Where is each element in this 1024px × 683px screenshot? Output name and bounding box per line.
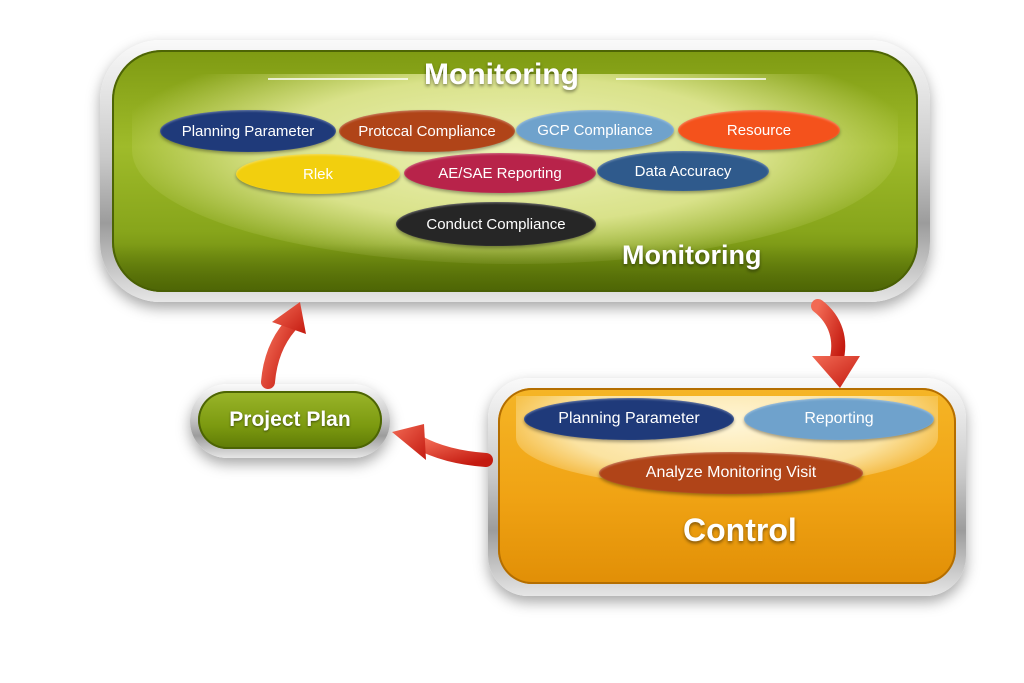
arrow-control-to-project-plan (392, 424, 493, 467)
project-plan: Project Plan (198, 391, 382, 449)
monitoring-item-resource: Resource (678, 110, 840, 150)
monitoring-footer-label: Monitoring (622, 240, 762, 270)
monitoring-item-ae-sae-reporting: AE/SAE Reporting (404, 153, 596, 193)
monitoring-title: Monitoring (424, 58, 579, 91)
control-title: Control (683, 512, 797, 548)
arrow-project-plan-to-monitoring (261, 302, 306, 389)
monitoring-item-gcp-compliance: GCP Compliance (516, 110, 674, 150)
monitoring-item-risk: Rlek (236, 154, 400, 194)
control-item-analyze-monitoring-visit: Analyze Monitoring Visit (599, 452, 863, 494)
monitoring-panel-band (112, 244, 918, 292)
monitoring-item-conduct-compliance: Conduct Compliance (396, 202, 596, 246)
monitoring-item-data-accuracy: Data Accuracy (597, 151, 769, 191)
monitoring-item-protocol-compliance: Protccal Compliance (339, 110, 515, 152)
monitoring-title-line-left (268, 78, 408, 80)
control-item-planning-parameter: Planning Parameter (524, 398, 734, 440)
arrow-monitoring-to-control (811, 299, 860, 388)
monitoring-title-line-right (616, 78, 766, 80)
monitoring-item-planning-parameter: Planning Parameter (160, 110, 336, 152)
control-item-reporting: Reporting (744, 398, 934, 440)
